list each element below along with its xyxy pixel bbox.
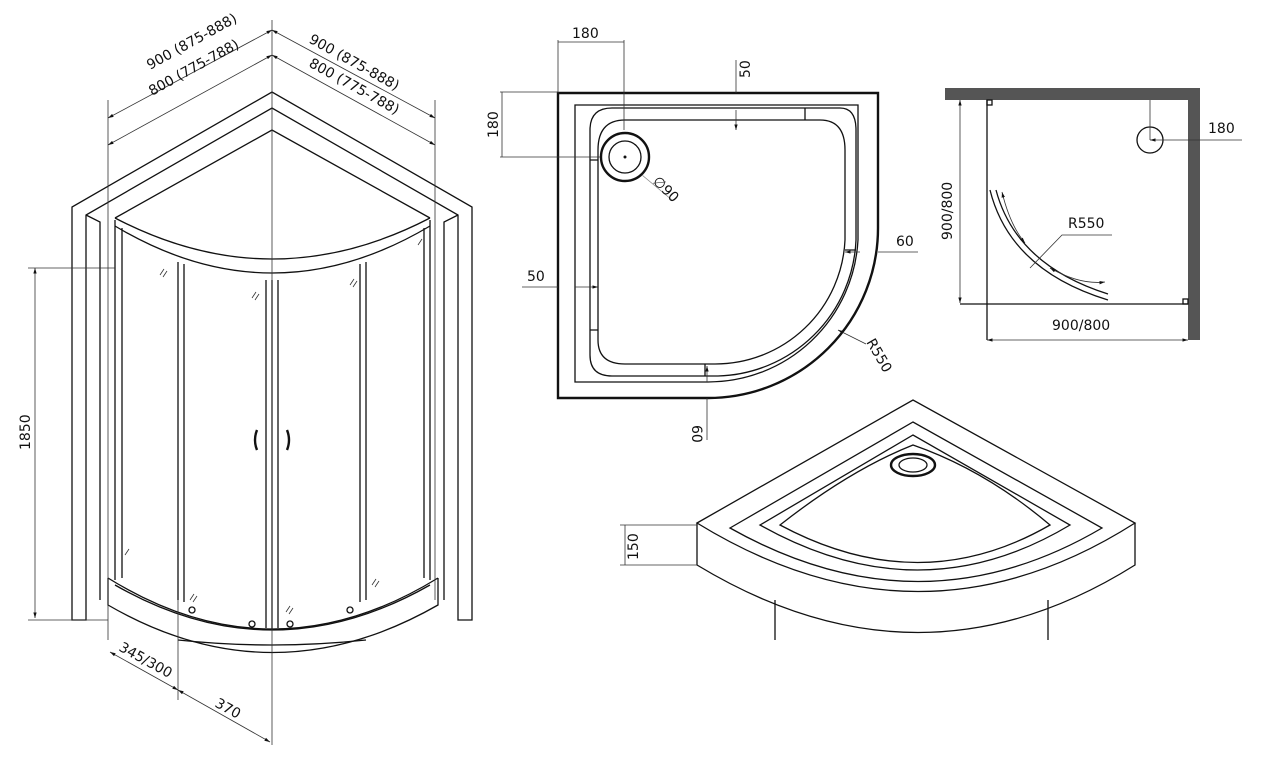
- drain-offset-x: 180: [572, 26, 599, 42]
- wall-drain-offset: 180: [1208, 121, 1235, 137]
- tray-height: 150: [626, 533, 642, 560]
- rim-top: 50: [738, 60, 754, 78]
- wall-plan-view: [945, 88, 1242, 342]
- wall-radius: R550: [1068, 216, 1104, 232]
- rim-left: 50: [527, 269, 545, 285]
- rim-right: 60: [896, 234, 914, 250]
- wall-depth: 900/800: [940, 182, 956, 240]
- tray-plan-view: [500, 40, 918, 440]
- drain-diameter: ∅90: [649, 174, 682, 207]
- rim-bottom: 60: [688, 425, 704, 443]
- tray-3d-view: [620, 399, 1137, 640]
- drain-offset-y: 180: [486, 111, 502, 138]
- wall-width: 900/800: [1052, 318, 1110, 334]
- enclosure-height: 1850: [18, 414, 34, 450]
- enclosure-view: [28, 20, 473, 745]
- tray-radius: R550: [863, 336, 895, 376]
